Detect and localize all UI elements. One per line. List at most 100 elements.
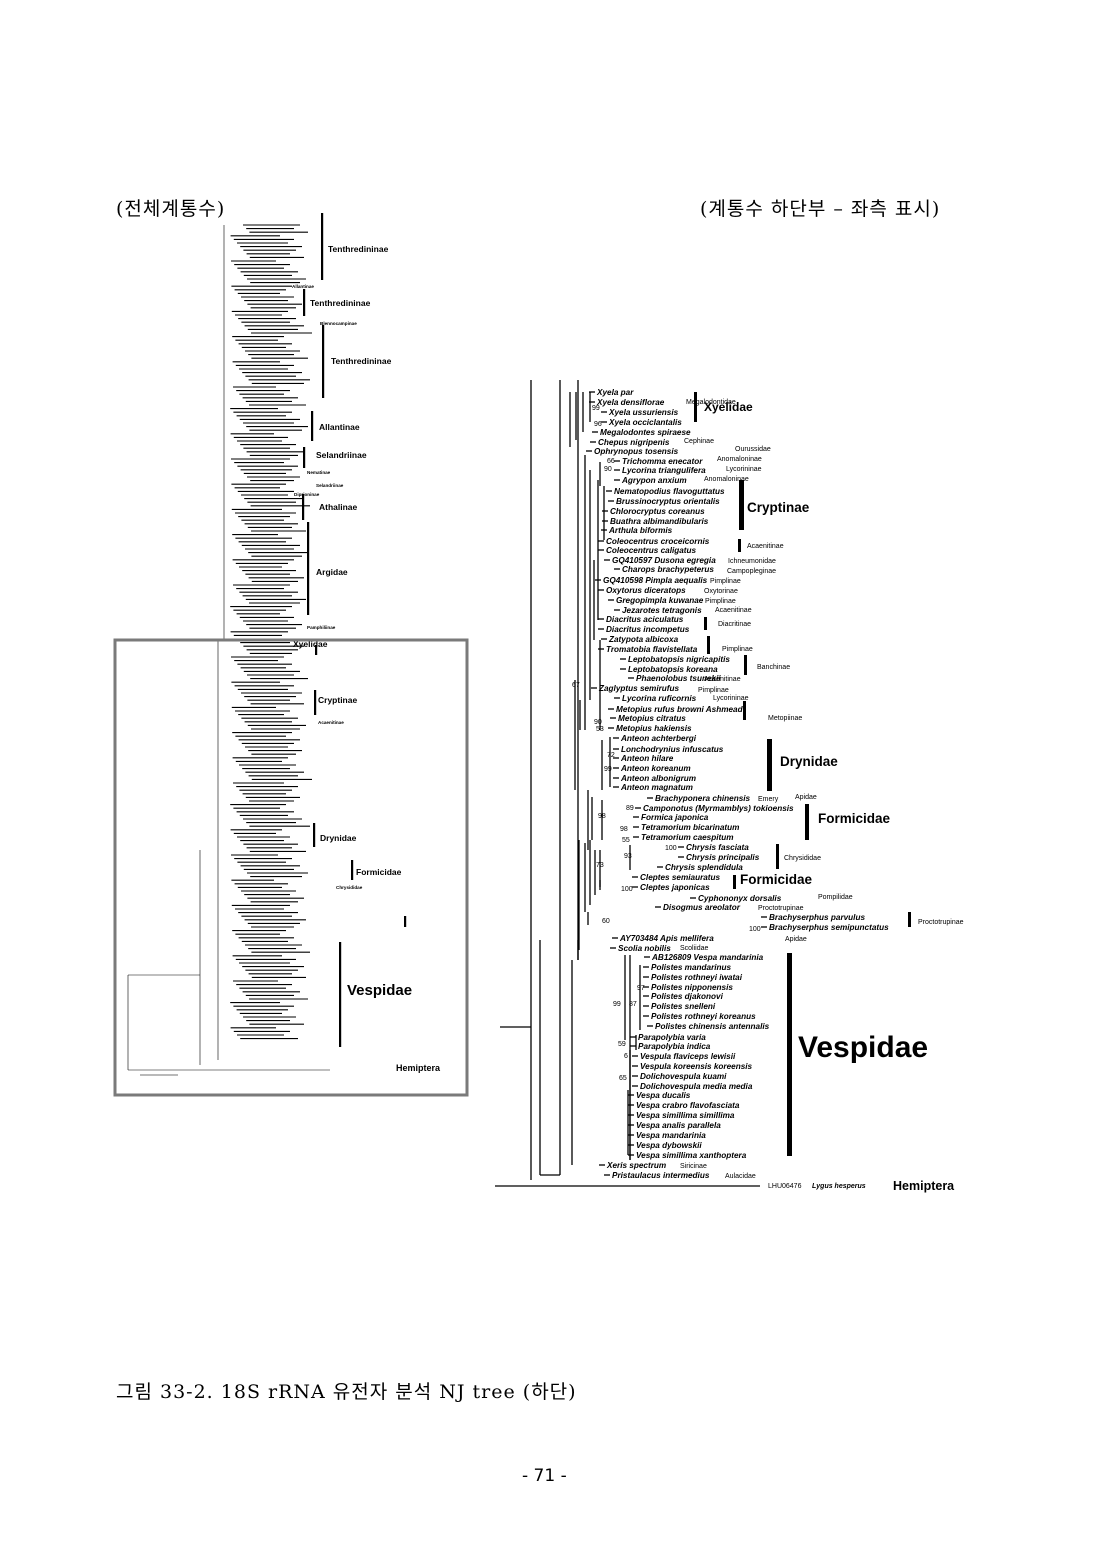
clade-label: Xyelidae [704,400,753,414]
clade-label: Drynidae [780,754,838,769]
clade-label: Siricinae [680,1163,707,1170]
clade-bar [302,494,305,520]
taxon-label: Diacritus incompetus [606,625,690,634]
taxon-label: Vespa mandarinia [636,1131,706,1140]
taxon-label: Polistes rothneyi iwatai [651,973,743,982]
clade-bar [311,411,314,441]
taxon-label: Xyela densiflorae [596,398,665,407]
clade-bar [738,539,741,552]
taxon-label: Anteon albonigrum [620,774,696,783]
clade-label: Selandriinae [316,483,344,488]
clade-bar [743,701,746,720]
clade-label: Pimplinae [722,646,753,653]
clade-labels: XyelidaeMegalodontidaeCephinaeOurussidae… [680,399,964,1193]
taxon-label: Tromatobia flavistellata [606,645,698,654]
zoom-highlight-box [113,638,469,1097]
clade-bar [787,953,792,1156]
taxon-label: Tetramorium bicarinatum [641,823,739,832]
taxon-label: Nematopodius flavoguttatus [614,487,725,496]
clade-label: Athalinae [319,502,358,512]
bootstrap-value: 6 [624,1053,628,1060]
taxon-label: Anteon magnatum [620,783,693,792]
taxon-label: Vespa analis parallela [636,1121,721,1130]
full-tree-thumbnail: TenthredininaeAllantinaeTenthredininaeBl… [113,213,469,1097]
taxon-label: Vespa simillima simillima [636,1111,735,1120]
clade-label: Pompilidae [818,894,853,901]
taxon-label: Polistes djakonovi [651,992,724,1001]
taxon-label: Disogmus areolator [663,903,741,912]
clade-label: Scoliidae [680,945,709,952]
taxon-label: Xyela ussuriensis [608,408,679,417]
clade-label: Emery [758,796,779,803]
taxon-label: Cleptes japonicas [640,883,710,892]
taxon-label: Chrysis fasciata [686,843,749,852]
clade-label: Ichneumonidae [728,558,776,565]
taxon-label: Trichomma enecator [622,457,703,466]
taxon-label: Polistes nipponensis [651,983,733,992]
clade-label: Nematinae [307,470,331,475]
taxon-label: Metopius citratus [618,714,686,723]
clade-label: Chrysididae [784,855,821,862]
clade-label: Hemiptera [893,1179,955,1193]
taxon-label: Camponotus (Myrmamblys) tokioensis [643,804,794,813]
clade-label: Formicidae [356,867,402,877]
clade-label: Apidae [785,936,807,943]
clade-label: Acaenitinae [747,543,784,550]
clade-bar [694,392,697,422]
taxon-label: Chrysis splendidula [665,863,743,872]
taxon-label: AB126809 Vespa mandarinia [651,953,764,962]
clade-label: Diprioninae [294,492,320,497]
taxon-label: Coleocentrus croceicornis [606,537,710,546]
clade-bar [805,804,809,840]
taxon-label: Vespula flaviceps lewisii [640,1052,736,1061]
bootstrap-value: 67 [572,682,580,689]
taxon-label: Dolichovespula kuami [640,1072,727,1081]
left-caption: (전체계통수) [116,198,226,220]
clade-bar [733,875,736,889]
clade-label: Drynidae [320,833,357,843]
bootstrap-value: 100 [665,845,677,852]
bootstrap-value: 59 [618,1041,626,1048]
taxon-label: Parapolybia indica [638,1042,711,1051]
taxon-label: GQ410597 Dusona egregia [612,556,716,565]
taxon-label: Cyphononyx dorsalis [698,894,782,903]
clade-label: Anomaloninae [704,476,749,483]
taxon-label: Vespa crabro flavofasciata [636,1101,740,1110]
taxon-label: Agrypon anxium [621,476,687,485]
clade-bar [322,325,325,398]
bootstrap-value: 98 [598,813,606,820]
taxon-label: Brachyserphus semipunctatus [769,923,889,932]
bootstrap-value: 53 [596,726,604,733]
clade-label: Pamphiliinae [307,625,336,630]
clade-label: Acaenitinae [318,720,344,725]
clade-label: Allantinae [319,422,360,432]
bootstrap-value: 100 [621,886,633,893]
clade-bar [404,916,407,927]
clade-label: Formicidae [740,872,813,887]
taxon-label: Brachyserphus parvulus [769,913,865,922]
bootstrap-value: 72 [607,752,615,759]
clade-label: Xyelidae [293,639,328,649]
clade-label: Diacritinae [718,621,751,628]
taxon-label: Jezarotes tetragonis [622,606,702,615]
clade-label: Acaenitinae [715,607,752,614]
clade-label: Blennocampinae [320,321,357,326]
clade-bar [739,480,744,530]
clade-label: Tenthredininae [328,244,389,254]
taxon-label: Scolia nobilis [618,944,671,953]
taxon-label: Vespa dybowskii [636,1141,702,1150]
taxon-label: Oxytorus diceratops [606,586,686,595]
taxon-label: Chepus nigripenis [598,438,670,447]
bootstrap-value: 90 [604,466,612,473]
clade-bar [307,522,310,615]
clade-label: Metopiinae [768,715,802,722]
taxon-label: Anteon hilare [620,754,674,763]
clade-bar [339,942,342,1047]
taxon-label: Phaenolobus tsunekii [636,674,721,683]
taxon-label: Brussinocryptus orientalis [616,497,720,506]
taxon-label: Cleptes semiauratus [640,873,721,882]
bootstrap-value: 100 [749,926,761,933]
clade-label: Argidae [316,567,348,577]
clade-label: Apidae [795,794,817,801]
bootstrap-value: 73 [596,862,604,869]
